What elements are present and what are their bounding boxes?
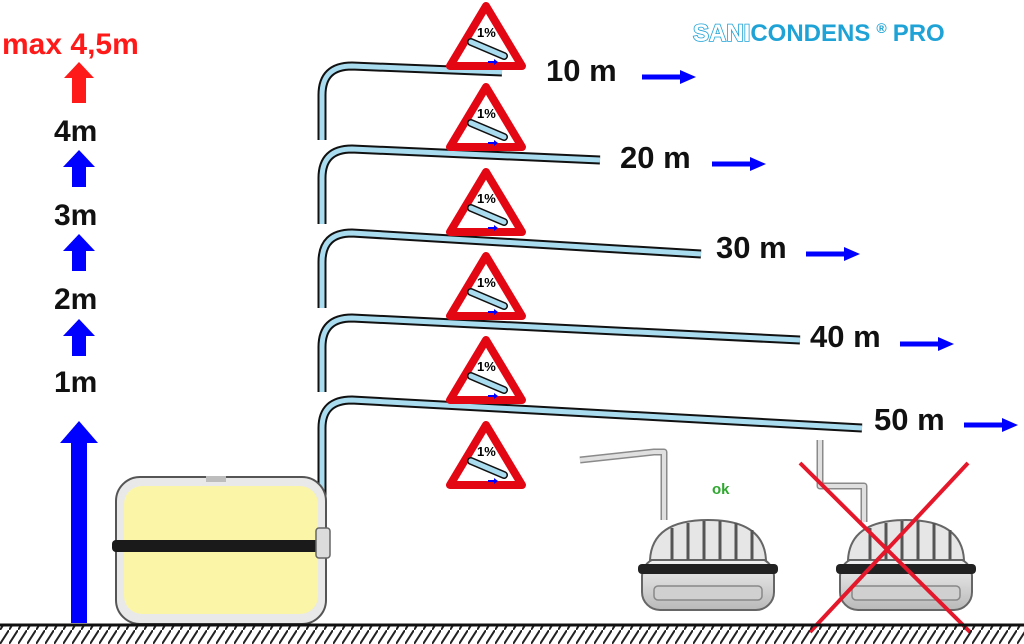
svg-text:1%: 1% (477, 444, 496, 459)
ok-label: ok (712, 481, 730, 498)
height-label-3m: 3m (54, 199, 97, 232)
up-arrow-icon (63, 234, 95, 271)
run-length-30m: 30 m (716, 230, 787, 265)
cross-icon (798, 461, 972, 634)
discharge-pipes (317, 61, 863, 535)
brand-condens: CONDENS (750, 20, 870, 47)
max-arrow-icon (64, 62, 94, 103)
ground-line (0, 623, 1024, 644)
slope-warning-icon: 1% (450, 340, 522, 400)
svg-text:1%: 1% (477, 275, 496, 290)
condensate-pump-tank (112, 476, 331, 625)
slope-warning-icon: 1% (450, 425, 522, 485)
slope-warning-icon: 1% (450, 172, 522, 232)
right-arrow-icon (900, 337, 954, 351)
run-length-20m: 20 m (620, 140, 691, 175)
brand-pro: PRO (893, 20, 945, 47)
svg-text:1%: 1% (477, 191, 496, 206)
svg-text:1%: 1% (477, 359, 496, 374)
slope-warning-icon: 1% (450, 87, 522, 147)
run-length-40m: 40 m (810, 319, 881, 354)
brand-sani: SANI (693, 20, 750, 47)
right-arrow-icon (642, 70, 696, 84)
height-label-2m: 2m (54, 283, 97, 316)
slope-warning-icon: 1% (450, 256, 522, 316)
up-arrow-icon (60, 421, 98, 623)
svg-text:SANICONDENS®PRO: SANICONDENS ® PRO (693, 20, 945, 47)
brand-registered: ® (876, 20, 887, 36)
run-length-10m: 10 m (546, 53, 617, 88)
max-height-label: max 4,5m (2, 28, 139, 61)
pump-ok-example (579, 448, 780, 612)
svg-text:1%: 1% (477, 25, 496, 40)
right-arrow-icon (712, 157, 766, 171)
svg-text:1%: 1% (477, 106, 496, 121)
run-length-50m: 50 m (874, 402, 945, 437)
up-arrow-icon (63, 319, 95, 356)
right-arrow-icon (964, 418, 1018, 432)
height-label-4m: 4m (54, 115, 97, 148)
right-arrow-icon (806, 247, 860, 261)
up-arrow-icon (63, 150, 95, 187)
height-label-1m: 1m (54, 366, 97, 399)
pump-not-ok-example (816, 440, 978, 612)
slope-warning-icon: 1% (450, 6, 522, 66)
